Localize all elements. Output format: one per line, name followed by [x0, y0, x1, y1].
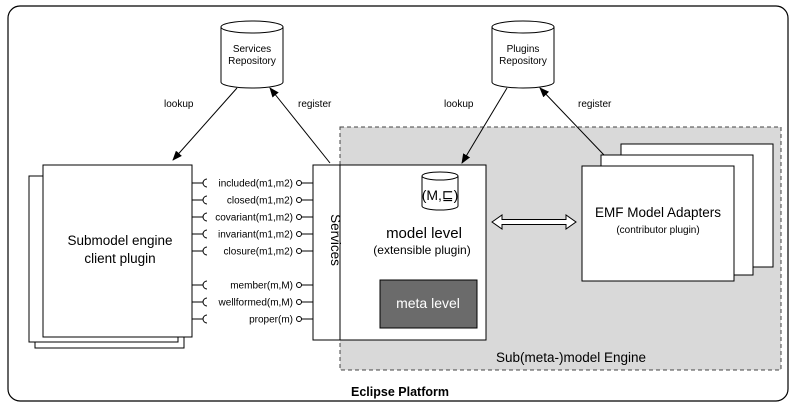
plugins-repository: Plugins Repository	[491, 20, 555, 89]
interface-provider-circle	[296, 282, 302, 288]
interface-socket	[202, 195, 208, 205]
services-lookup-arrow	[172, 87, 238, 161]
interface-socket	[202, 212, 208, 222]
engine-title: Sub(meta-)model Engine	[496, 350, 646, 365]
interface-socket	[202, 178, 208, 188]
interface-label: closed(m1,m2)	[227, 196, 293, 207]
interface-provider-circle	[296, 180, 302, 186]
plugins-repository-label: Plugins	[507, 44, 540, 55]
interface-label: proper(m)	[249, 315, 293, 326]
emf-adapters-subtitle: (contributor plugin)	[616, 225, 699, 236]
interface-socket	[202, 280, 208, 290]
interface-label: member(m,M)	[230, 281, 293, 292]
interface-label: included(m1,m2)	[219, 179, 293, 190]
model-database-label: (M,⊑)	[422, 187, 459, 203]
interface-socket	[202, 297, 208, 307]
client-plugin-subtitle: client plugin	[84, 251, 155, 266]
model-level-subtitle: (extensible plugin)	[373, 243, 470, 257]
emf-adapters-stack: EMF Model Adapters (contributor plugin)	[581, 143, 774, 282]
interface-provider-circle	[296, 316, 302, 322]
plugins-lookup-arrow	[461, 87, 508, 164]
plugins-register-arrow	[539, 87, 605, 156]
service-interfaces: included(m1,m2) closed(m1,m2) covariant(m1…	[192, 179, 380, 326]
services-lookup-label: lookup	[164, 99, 194, 110]
meta-level-label: meta level	[396, 295, 460, 311]
bidirectional-arrow	[491, 214, 577, 230]
model-database-icon: (M,⊑)	[421, 171, 459, 211]
interface-provider-circle	[296, 299, 302, 305]
interface-socket	[202, 314, 208, 324]
services-repository-label: Services	[233, 44, 271, 55]
meta-level-box	[379, 279, 478, 329]
services-label: Services	[328, 214, 343, 266]
interface-provider-circle	[296, 231, 302, 237]
services-register-arrow	[269, 87, 331, 164]
emf-adapters-title: EMF Model Adapters	[595, 205, 721, 220]
model-level-title: model level	[386, 225, 462, 242]
plugins-lookup-label: lookup	[444, 99, 474, 110]
interface-label: invariant(m1,m2)	[218, 230, 293, 241]
interface-label: closure(m1,m2)	[224, 247, 293, 258]
plugins-repository-label-2: Repository	[499, 56, 547, 67]
client-plugin-stack: Submodel engine client plugin	[28, 164, 193, 349]
interface-socket	[202, 229, 208, 239]
interface-provider-circle	[296, 214, 302, 220]
interface-label: covariant(m1,m2)	[215, 213, 293, 224]
services-repository-label-2: Repository	[228, 56, 276, 67]
interface-provider-circle	[296, 197, 302, 203]
services-repository: Services Repository	[220, 20, 284, 89]
interface-socket	[202, 246, 208, 256]
plugins-register-label: register	[578, 99, 612, 110]
interface-provider-circle	[296, 248, 302, 254]
eclipse-platform-title: Eclipse Platform	[351, 385, 449, 399]
interface-label: wellformed(m,M)	[218, 298, 293, 309]
services-register-label: register	[298, 99, 332, 110]
client-plugin-title: Submodel engine	[67, 233, 172, 248]
